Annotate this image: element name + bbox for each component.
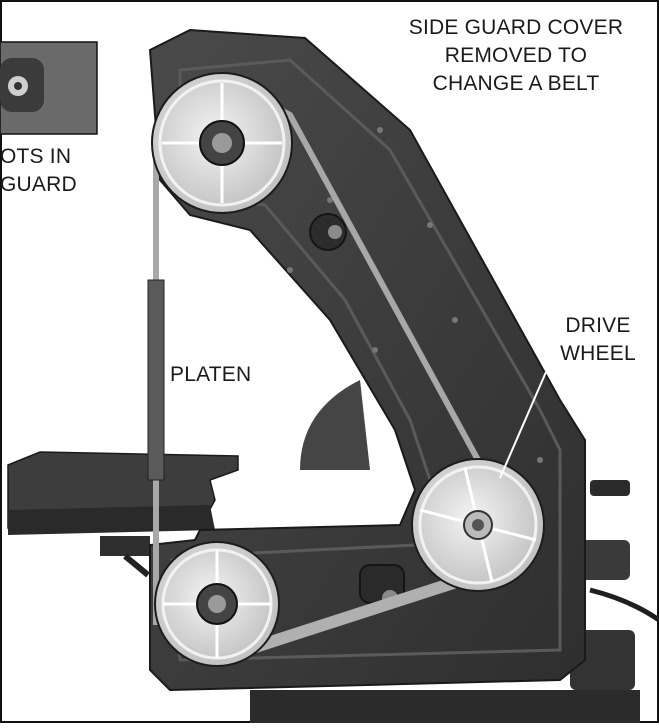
bottom-idler-wheel: [154, 541, 280, 667]
inset-caption: OTS IN GUARD: [0, 143, 77, 199]
side-guard-line-2: REMOVED TO: [444, 44, 588, 67]
side-guard-line-3: CHANGE A BELT: [432, 72, 600, 95]
drive-wheel: [411, 458, 545, 592]
drive-wheel-leader: [499, 371, 547, 479]
inset-photo: [0, 41, 98, 135]
motor-base: [250, 380, 659, 723]
platen-bar: [147, 279, 165, 481]
drive-wheel-line-1: DRIVE: [565, 314, 631, 337]
side-guard-line-1: SIDE GUARD COVER: [408, 16, 624, 39]
sanding-table: [7, 451, 239, 578]
inset-caption-line-1: OTS IN: [0, 145, 72, 168]
side-guard-caption: SIDE GUARD COVER REMOVED TO CHANGE A BEL…: [385, 14, 647, 98]
platen-label: PLATEN: [170, 363, 252, 386]
drive-wheel-line-2: WHEEL: [560, 342, 636, 365]
inset-caption-line-2: GUARD: [0, 173, 77, 196]
drive-wheel-label: DRIVE WHEEL: [548, 312, 648, 368]
top-idler-wheel: [151, 72, 293, 214]
